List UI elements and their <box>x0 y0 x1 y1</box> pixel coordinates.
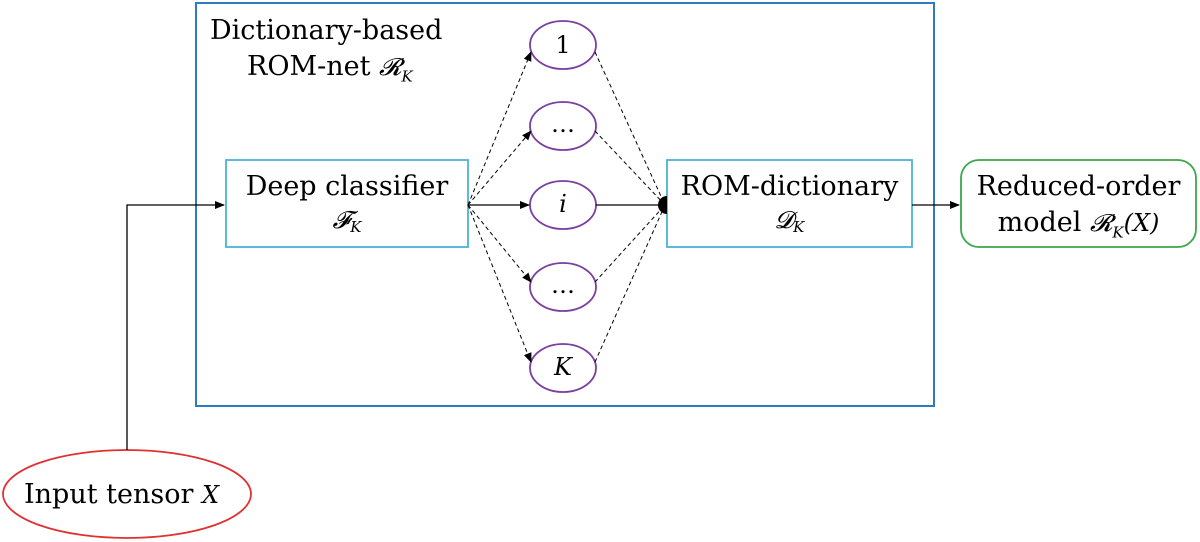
classifier-box <box>225 159 469 248</box>
input-connector <box>126 201 225 450</box>
rom-net-subscript: K <box>401 67 413 86</box>
dictionary-symbol: 𝓓 <box>774 206 794 234</box>
output-argument: (X) <box>1123 209 1160 237</box>
output-symbol: 𝓡 <box>1089 209 1113 237</box>
edge-classifier-node-K <box>467 204 532 363</box>
rom-net-title-line2: ROM-net 𝓡K <box>247 50 413 93</box>
classifier-symbol: 𝓕 <box>332 206 351 234</box>
output-line2: model 𝓡K(X) <box>961 206 1196 249</box>
classifier-subscript: K <box>350 218 362 237</box>
edge-node-4-dictionary <box>594 204 666 283</box>
input-label: Input tensor <box>24 479 194 510</box>
input-symbol: X <box>202 481 220 509</box>
dictionary-subscript: K <box>793 218 805 237</box>
output-box <box>960 159 1197 248</box>
node-label-i: i <box>559 190 567 218</box>
classifier-symbol-wrap: 𝓕K <box>226 206 468 236</box>
node-label-ellipsis-bottom: … <box>551 271 575 299</box>
class-node-K <box>529 343 597 393</box>
edge-classifier-node-4 <box>467 204 532 283</box>
class-node-ellipsis-bottom <box>529 262 597 312</box>
edge-classifier-node-1 <box>467 51 532 206</box>
output-subscript: K <box>1112 223 1124 242</box>
classifier-label: Deep classifier <box>245 171 449 202</box>
class-node-1 <box>529 20 597 70</box>
node-label-ellipsis-top: … <box>551 110 575 138</box>
class-node-ellipsis-top <box>529 101 597 151</box>
input-label-wrap: Input tensor X <box>24 478 219 512</box>
edge-node-1-dictionary <box>594 51 666 206</box>
output-line2-text: model <box>997 207 1082 238</box>
edge-node-K-dictionary <box>594 204 666 363</box>
output-line1: Reduced-order <box>976 171 1181 202</box>
dictionary-symbol-wrap: 𝓓K <box>667 206 912 236</box>
rom-net-symbol: 𝓡 <box>379 53 402 81</box>
selector-dot <box>658 196 667 214</box>
dictionary-label: ROM-dictionary <box>680 171 899 202</box>
edge-node-2-dictionary <box>594 130 666 206</box>
rom-net-title-text: ROM-net <box>247 51 371 82</box>
rom-net-title-line1: Dictionary-based <box>210 15 443 46</box>
node-label-1: 1 <box>555 31 571 59</box>
edge-classifier-node-2 <box>467 130 532 206</box>
node-label-K: K <box>554 353 572 381</box>
